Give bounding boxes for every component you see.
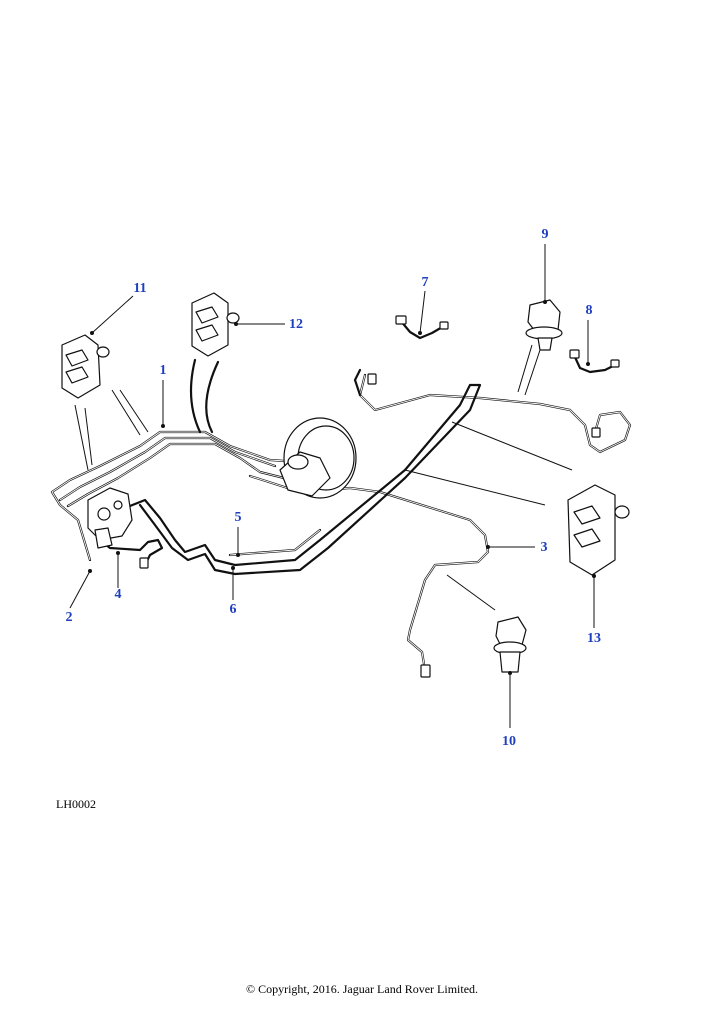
callout-1[interactable]: 1 [159, 363, 167, 378]
clip-13 [567, 484, 630, 576]
callout-7[interactable]: 7 [421, 275, 429, 290]
callout-2[interactable]: 2 [65, 610, 73, 625]
copyright-notice: © Copyright, 2016. Jaguar Land Rover Lim… [245, 982, 479, 996]
clip-12 [191, 292, 240, 357]
clip-9 [525, 299, 563, 351]
callout-11[interactable]: 11 [133, 281, 147, 296]
pressure-valve [87, 487, 133, 549]
callout-10[interactable]: 10 [502, 734, 516, 749]
callout-9[interactable]: 9 [541, 227, 549, 242]
pipe-bundle-main [50, 358, 332, 562]
hose-8 [569, 349, 620, 374]
clip-11 [61, 334, 110, 399]
callout-6[interactable]: 6 [229, 602, 237, 617]
pipe-fittings [367, 373, 601, 678]
hose-7 [395, 315, 449, 340]
figure-reference: LH0002 [56, 797, 96, 811]
pipe-rear-long [248, 474, 490, 672]
brake-booster [279, 417, 357, 499]
callout-3[interactable]: 3 [540, 540, 548, 555]
pipe-lower-run [118, 383, 482, 576]
callout-4[interactable]: 4 [114, 587, 122, 602]
assembly-guides [74, 344, 573, 611]
callout-leaders [69, 244, 596, 728]
callout-13[interactable]: 13 [587, 631, 601, 646]
pipe-right-loop [353, 368, 632, 454]
callout-5[interactable]: 5 [234, 510, 242, 525]
callout-8[interactable]: 8 [585, 303, 593, 318]
pipe-short-4 [98, 538, 164, 569]
callout-12[interactable]: 12 [289, 317, 303, 332]
clip-10 [493, 616, 527, 673]
